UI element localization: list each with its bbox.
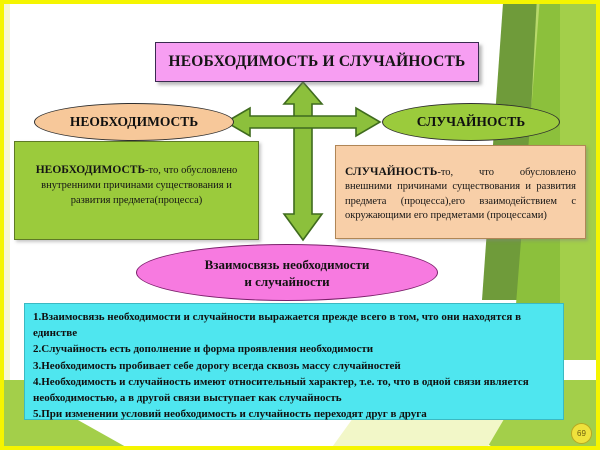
list-item: 1.Взаимосвязь необходимости и случайност… bbox=[33, 311, 522, 339]
oval-interrelation: Взаимосвязь необходимости и случайности bbox=[136, 244, 438, 301]
definition-necessity-term: НЕОБХОДИМОСТЬ bbox=[35, 163, 146, 176]
background-left-edge bbox=[0, 0, 10, 450]
oval-necessity-label: НЕОБХОДИМОСТЬ bbox=[69, 114, 199, 129]
oval-chance: СЛУЧАЙНОСТЬ bbox=[382, 103, 560, 141]
list-item: 3.Необходимость пробивает себе дорогу вс… bbox=[33, 359, 401, 372]
definition-box-chance: СЛУЧАЙНОСТЬ-то, что обусловлено внешними… bbox=[335, 145, 586, 239]
oval-chance-label: СЛУЧАЙНОСТЬ bbox=[416, 114, 526, 129]
definition-chance-term: СЛУЧАЙНОСТЬ bbox=[345, 165, 438, 178]
page-title: НЕОБХОДИМОСТЬ И СЛУЧАЙНОСТЬ bbox=[168, 53, 466, 70]
page-number-badge: 69 bbox=[571, 423, 592, 444]
definition-necessity-text: -то, что обусловлено внутренними причина… bbox=[41, 164, 238, 206]
statements-list: 1.Взаимосвязь необходимости и случайност… bbox=[24, 303, 564, 420]
list-item: 5.При изменении условий необходимость и … bbox=[33, 408, 427, 420]
oval-necessity: НЕОБХОДИМОСТЬ bbox=[34, 103, 234, 141]
definition-chance-text: -то, что обусловлено внешними причинами … bbox=[345, 166, 576, 222]
oval-interrelation-line1: Взаимосвязь необходимости bbox=[204, 256, 370, 272]
slide-title-box: НЕОБХОДИМОСТЬ И СЛУЧАЙНОСТЬ bbox=[155, 42, 479, 82]
list-item: 4.Необходимость и случайность имеют отно… bbox=[33, 376, 529, 404]
definition-box-necessity: НЕОБХОДИМОСТЬ-то, что обусловлено внутре… bbox=[14, 141, 259, 240]
definition-chance-paragraph: СЛУЧАЙНОСТЬ-то, что обусловлено внешними… bbox=[345, 165, 576, 224]
oval-interrelation-line2: и случайности bbox=[244, 273, 330, 289]
list-item: 2.Случайность есть дополнение и форма пр… bbox=[33, 343, 374, 355]
definition-necessity-paragraph: НЕОБХОДИМОСТЬ-то, что обусловлено внутре… bbox=[27, 163, 246, 208]
